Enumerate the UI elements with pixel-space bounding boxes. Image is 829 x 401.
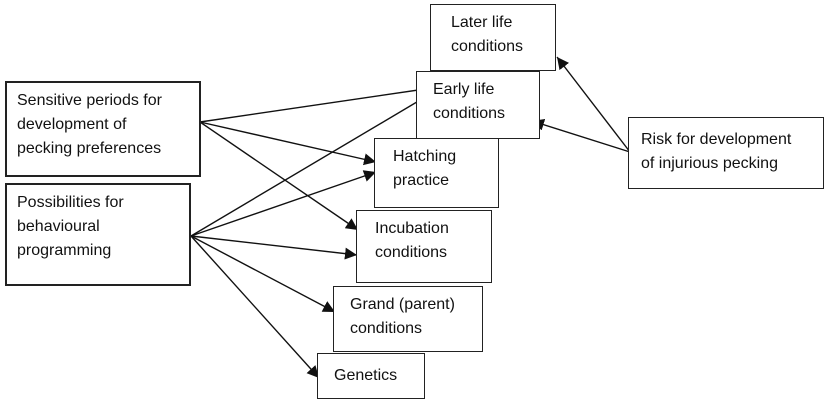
injurious-pecking-risk-box: Risk for development of injurious peckin… [628, 117, 824, 189]
later-life-conditions-box: Later life conditions [430, 4, 556, 71]
arrow-sensitive-to-incubation [199, 121, 359, 231]
arrow-possibilities-to-genetics [190, 235, 320, 379]
arrow-possibilities-to-hatching [190, 170, 377, 237]
sensitive-periods-box: Sensitive periods for development of pec… [5, 81, 201, 177]
grand-parent-conditions-box: Grand (parent) conditions [333, 286, 483, 352]
arrow-sensitive-to-early-life [199, 83, 433, 123]
arrow-risk-to-later-life [556, 56, 631, 153]
behavioural-programming-box: Possibilities for behavioural programmin… [5, 183, 191, 286]
arrow-sensitive-to-hatching [199, 121, 377, 166]
arrow-possibilities-to-early-life [190, 92, 433, 237]
arrow-possibilities-to-grand-parent [190, 235, 336, 313]
arrow-risk-to-early-life [531, 118, 631, 153]
early-life-conditions-box: Early life conditions [416, 71, 540, 139]
arrow-possibilities-to-incubation [190, 235, 358, 260]
hatching-practice-box: Hatching practice [374, 138, 499, 208]
genetics-box: Genetics [317, 353, 425, 399]
incubation-conditions-box: Incubation conditions [356, 210, 492, 283]
